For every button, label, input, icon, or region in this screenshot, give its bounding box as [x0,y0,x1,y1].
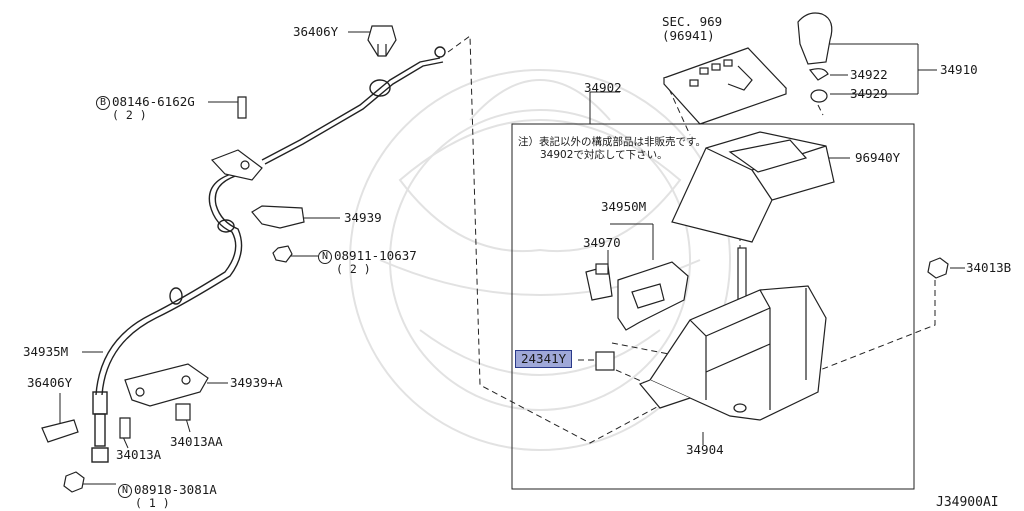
nut-prefix-icon: N [118,483,132,498]
console-cover [671,131,835,243]
nut-prefix-icon: N [318,249,332,264]
assembly-frame [511,123,915,490]
label-34910: 34910 [940,62,978,77]
label-34013a: 34013A [116,447,162,462]
label-08146-qty: ( 2 ) [112,108,147,122]
bracket-34950m [585,261,689,331]
label-sec969-ref: (96941) [662,28,715,43]
label-34939a: 34939+A [230,375,283,390]
label-36406y-bottom: 36406Y [27,375,73,390]
cable-bracket [210,96,263,181]
indicator-plate [662,47,788,125]
nut-08918 [63,471,85,493]
label-34970: 34970 [583,235,621,250]
control-cable [91,46,446,463]
label-34929: 34929 [850,86,888,101]
label-34950m: 34950M [601,199,647,214]
bracket-34939 [251,205,305,263]
diagram-code: J34900AI [936,495,999,510]
leader-lines [59,31,965,485]
label-34935m: 34935M [23,344,69,359]
label-36406y-top: 36406Y [293,24,339,39]
label-34902: 34902 [584,80,622,95]
note-text-line2: 34902で対応して下さい。 [540,149,668,161]
shift-knob [797,12,833,103]
label-08918-qty: ( 1 ) [135,496,170,510]
label-34939: 34939 [344,210,382,225]
label-96940y: 96940Y [855,150,901,165]
bolt-34013b [927,257,949,279]
clip-36406y-bottom [41,419,79,443]
label-sec969: SEC. 969 [662,14,723,29]
label-34904: 34904 [686,442,724,457]
bolt-prefix-icon: B [96,95,110,110]
note-text-line1: 注）表記以外の構成部品は非販売です。 [518,136,706,148]
watermark-emblem [349,69,731,451]
bracket-34939a [119,363,209,439]
clip-36406y-top [367,25,397,57]
label-34922: 34922 [850,67,888,82]
label-24341y-highlighted[interactable]: 24341Y [515,350,573,368]
shifter-base [595,247,827,421]
label-34013b: 34013B [966,260,1012,275]
label-34013aa: 34013AA [170,434,223,449]
label-08911-qty: ( 2 ) [336,262,371,276]
